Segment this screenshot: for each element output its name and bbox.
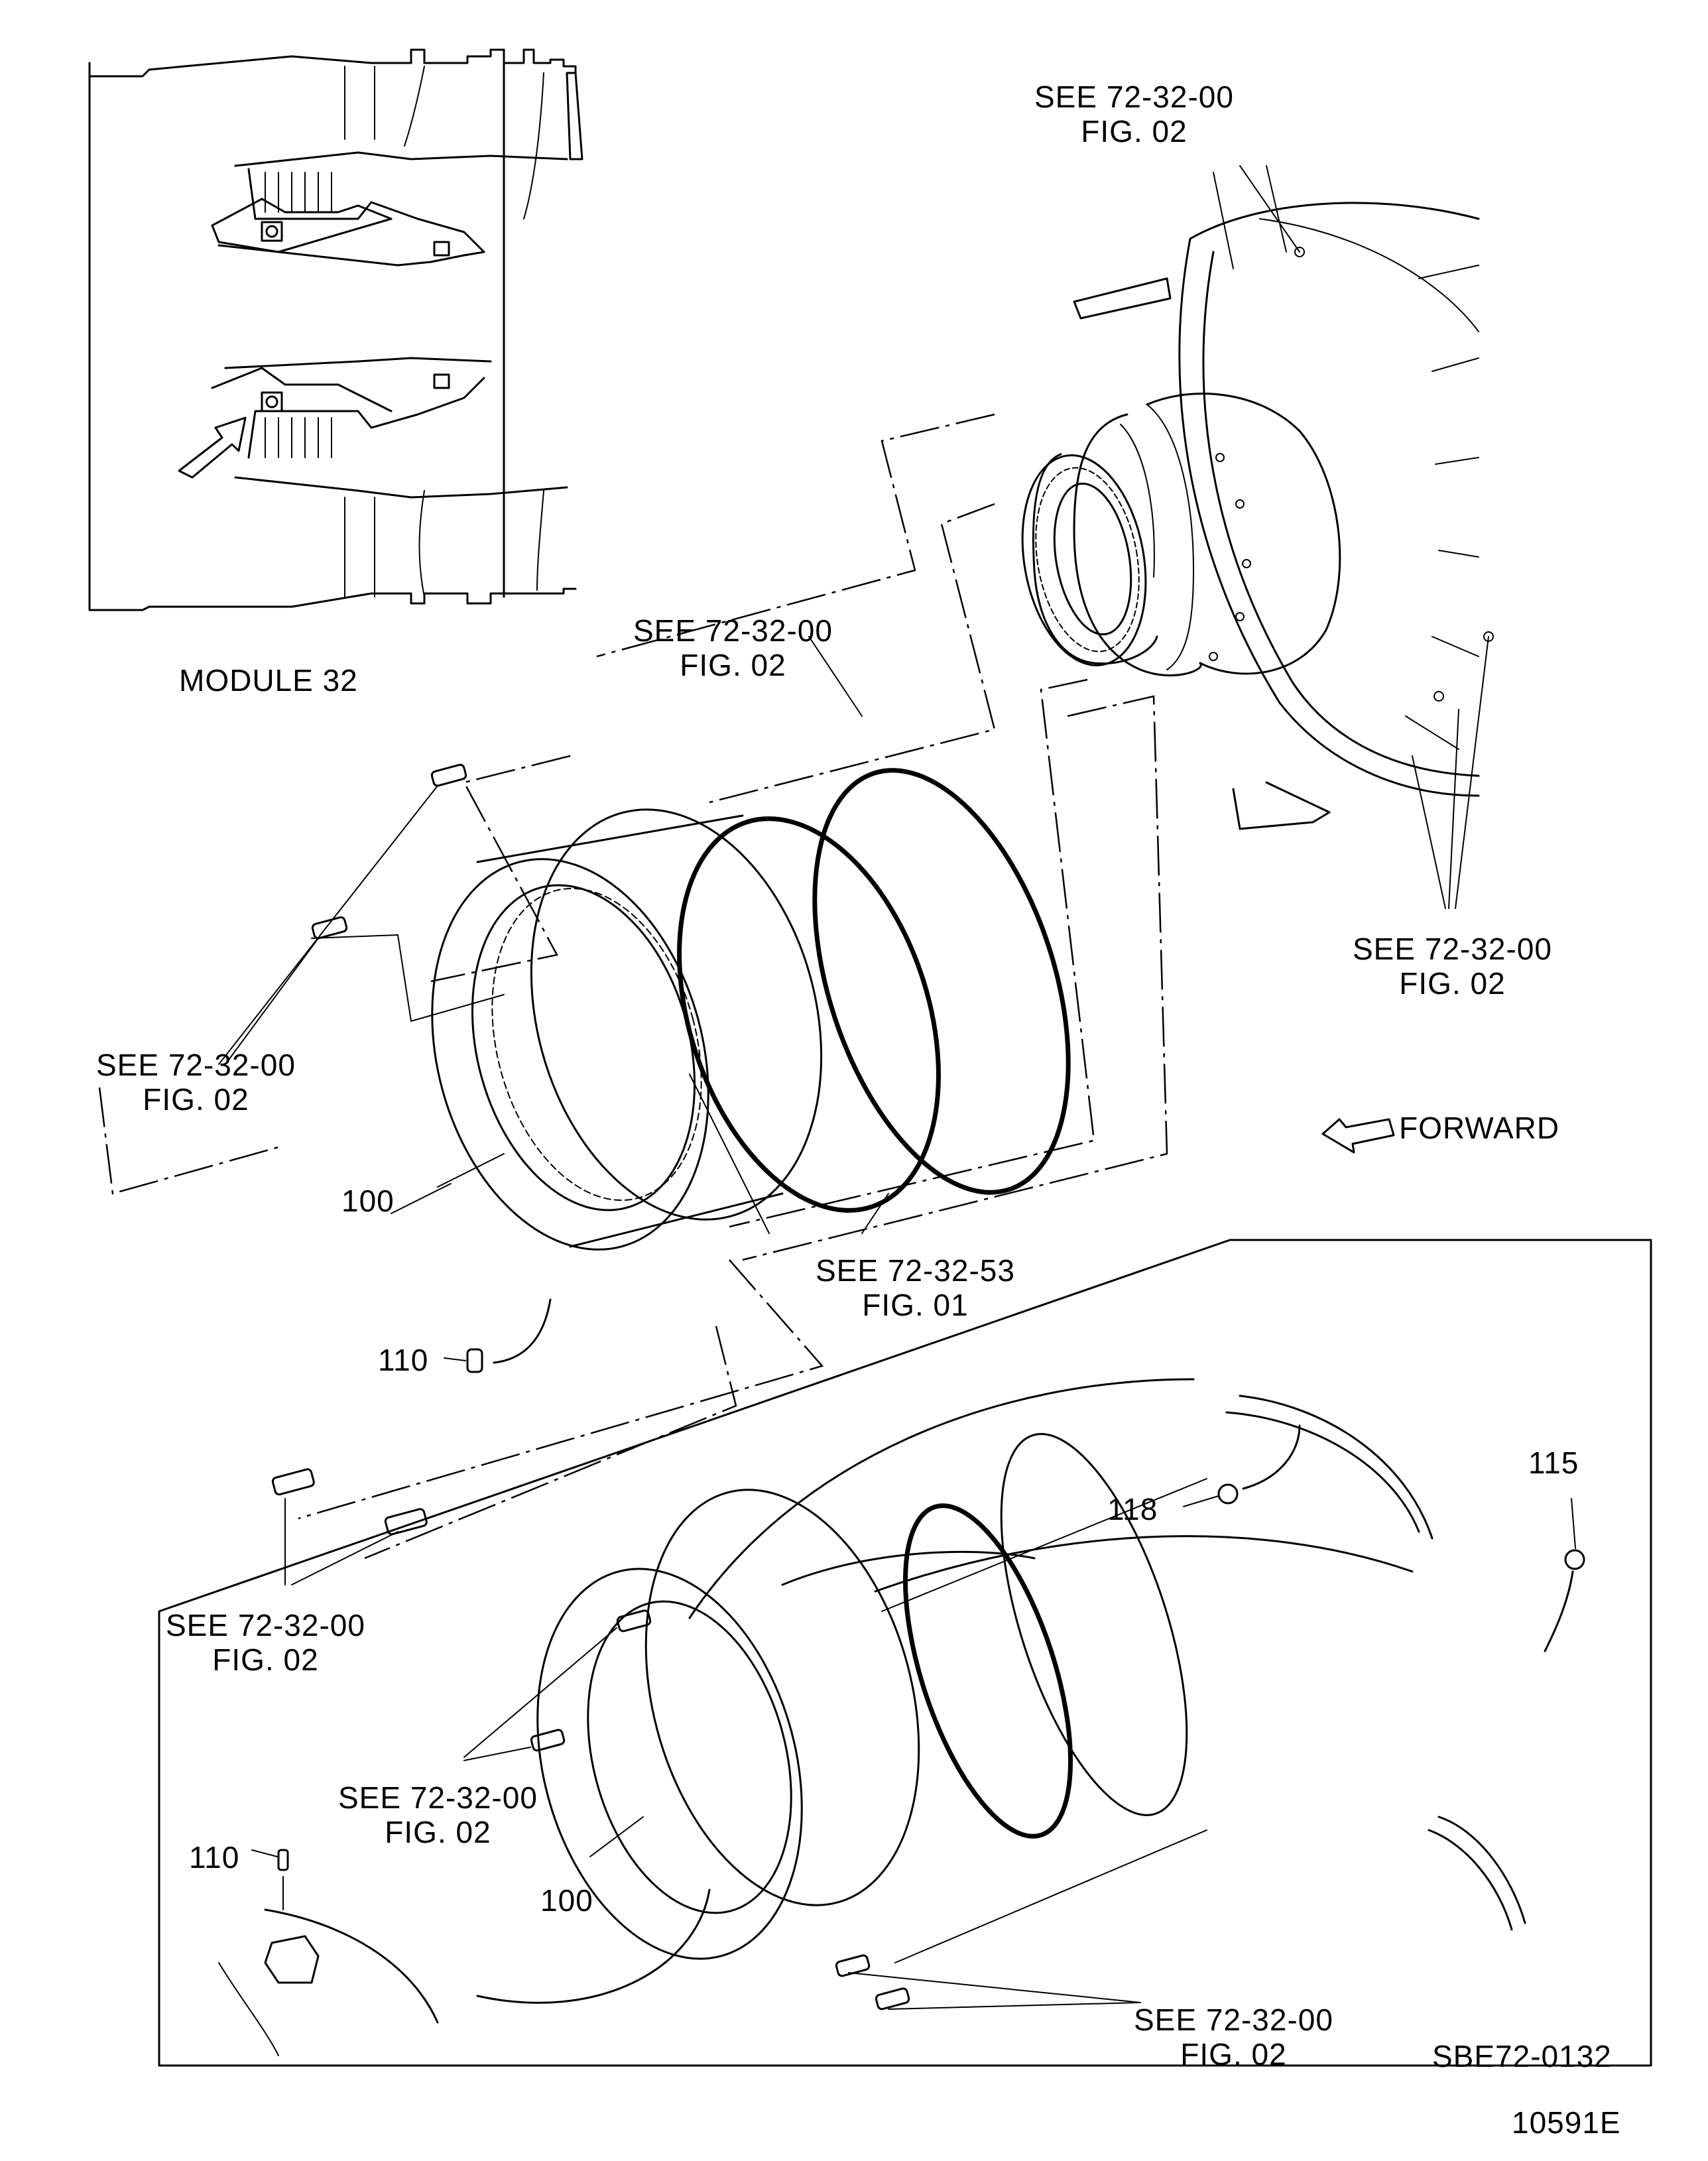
callout-110: 110 [378,1343,429,1377]
hollow-arrow-left-icon [1321,1118,1395,1154]
reference-line-2: FIG. 02 [1180,2037,1287,2071]
reference-line-1: SEE 72-32-00 [1353,932,1552,966]
bolts-upper [218,763,552,1585]
forward-label: FORWARD [1399,1111,1560,1145]
reference-line-1: SEE 72-32-00 [1034,80,1234,114]
callout-100: 100 [341,1184,395,1218]
hollow-arrow-up-right-icon [178,416,247,479]
reference-note: SEE 72-32-00 FIG. 02 [1134,2003,1333,2071]
leader-seal-rings [861,1193,889,1234]
engine-case-assembly [1021,165,1494,909]
part-115-nut [1564,1549,1585,1570]
reference-note: SEE 72-32-53 FIG. 01 [816,1253,1015,1322]
part-100-ring [431,808,823,1251]
reference-line-1: SEE 72-32-00 [96,1048,296,1082]
part-110-stud [466,1348,483,1373]
module-32-title: MODULE 32 [179,663,358,698]
leader-100-detail [589,1816,644,1857]
callout-118: 118 [1107,1492,1158,1526]
drawing-number: 10591E [1512,2105,1621,2140]
reference-line-2: FIG. 02 [1081,114,1188,149]
callout-100: 100 [540,1883,593,1918]
callout-115: 115 [1528,1446,1579,1480]
reference-note: SEE 72-32-00 FIG. 02 [633,613,833,682]
leader-center-ring [808,636,863,717]
reference-line-1: SEE 72-32-53 [816,1253,1015,1288]
reference-note: SEE 72-32-00 FIG. 02 [1034,80,1234,149]
reference-line-1: SEE 72-32-00 [166,1608,365,1642]
leader-ring-ref [689,1074,770,1234]
reference-note: SEE 72-32-00 FIG. 02 [338,1780,538,1849]
reference-note: SEE 72-32-00 FIG. 02 [166,1608,365,1677]
reference-line-1: SEE 72-32-00 [633,613,833,648]
reference-line-2: FIG. 02 [212,1642,319,1677]
seal-rings [677,768,1071,1213]
detail-view-parts [218,1378,1585,2056]
reference-line-2: FIG. 01 [862,1288,969,1322]
module-32-cross-section [88,48,583,611]
detail-view-frame [158,1239,1652,2067]
reference-line-2: FIG. 02 [680,648,786,682]
callout-110: 110 [189,1840,240,1875]
sheet-reference: SBE72-0132 [1432,2039,1612,2073]
reference-line-1: SEE 72-32-00 [1134,2003,1333,2037]
reference-line-2: FIG. 02 [1399,966,1506,1001]
leader-100-main [391,1183,452,1214]
alignment-lines [98,413,1168,1560]
reference-line-1: SEE 72-32-00 [338,1780,538,1815]
reference-note: SEE 72-32-00 FIG. 02 [96,1048,296,1117]
part-118-nut [1217,1483,1239,1505]
reference-line-2: FIG. 02 [143,1082,249,1117]
reference-note: SEE 72-32-00 FIG. 02 [1353,932,1552,1001]
reference-line-2: FIG. 02 [385,1815,491,1849]
